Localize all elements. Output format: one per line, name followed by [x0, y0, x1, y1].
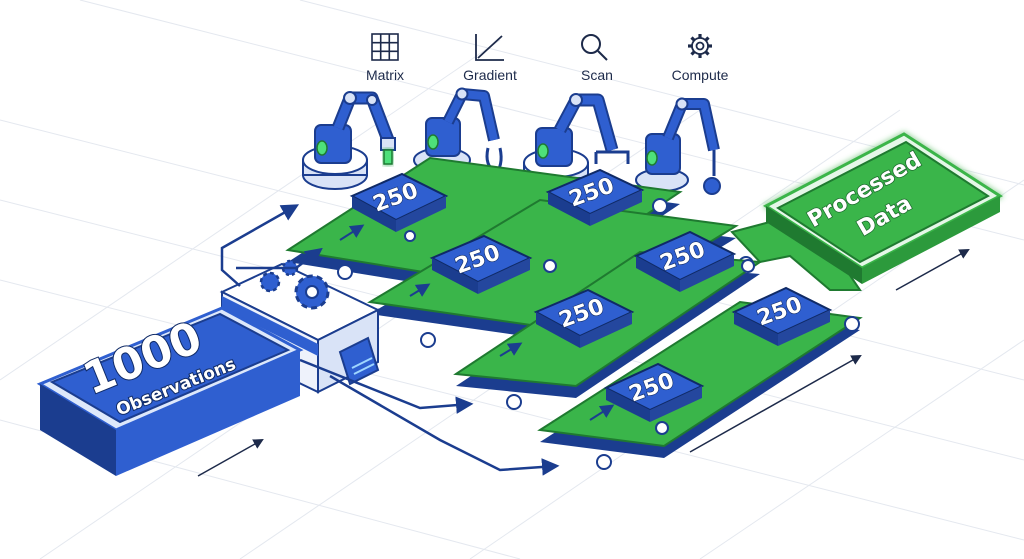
gradient-icon — [475, 34, 504, 61]
gear-tool-icon — [703, 177, 721, 195]
input-block: 1000 Observations — [36, 306, 304, 476]
batch-block: 250 — [633, 230, 737, 292]
batch-block: 250 — [429, 234, 533, 294]
batch-block: 250 — [349, 172, 449, 232]
robot-arm-compute — [635, 97, 721, 195]
tool-label-matrix: Matrix — [366, 67, 404, 83]
direction-arrows — [197, 248, 970, 477]
processed-data-block: Processed Data — [763, 132, 1003, 284]
batch-block: 250 — [603, 362, 705, 422]
gear-icon — [688, 34, 712, 58]
robot-arm-matrix — [302, 91, 396, 190]
magnifier-icon — [581, 34, 608, 61]
batch-block: 250 — [533, 288, 635, 348]
tool-label-gradient: Gradient — [463, 67, 517, 83]
tool-matrix: Matrix — [366, 33, 404, 83]
tool-scan: Scan — [581, 34, 613, 83]
batch-block: 250 — [731, 286, 833, 346]
tool-gradient: Gradient — [463, 34, 517, 83]
tool-label-scan: Scan — [581, 67, 613, 83]
tool-compute: Compute — [672, 34, 729, 83]
grid-icon — [371, 33, 399, 61]
conveyor-belt-2 — [367, 198, 754, 348]
batch-block: 250 — [545, 168, 645, 226]
tool-label-compute: Compute — [672, 67, 729, 83]
robot-arm-scan — [523, 93, 630, 193]
flow-arrows — [220, 204, 560, 476]
